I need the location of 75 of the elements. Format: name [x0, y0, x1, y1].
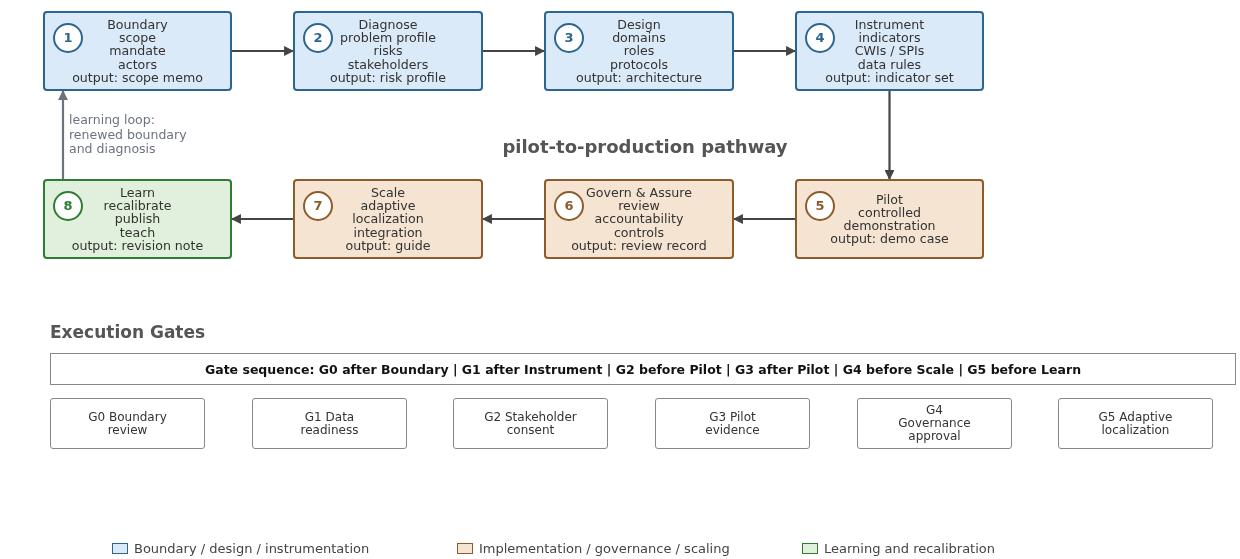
gate-box: G4 Governance approval — [857, 398, 1012, 449]
process-box — [293, 179, 483, 259]
stage-item: scope — [119, 31, 156, 45]
arrow — [884, 91, 895, 180]
step-number-circle: 6 — [554, 191, 584, 221]
arrow — [231, 214, 293, 224]
stage-item: publish — [114, 212, 161, 226]
stage-item: teach — [119, 225, 156, 239]
stage-item: localization — [352, 212, 424, 226]
stage-output: output: guide — [345, 238, 431, 252]
stage-title: Boundary — [107, 18, 168, 32]
stage-output: output: scope memo — [72, 70, 203, 84]
step-number-circle: 5 — [805, 191, 835, 221]
process-box — [43, 179, 232, 259]
section-heading: Execution Gates — [50, 322, 206, 342]
stage-output: output: revision note — [71, 238, 204, 252]
legend-label: Boundary / design / instrumentation — [134, 541, 370, 556]
diagram-title: pilot-to-production pathway — [501, 136, 789, 157]
stage-title: Pilot — [876, 192, 903, 206]
stage-item: stakeholders — [347, 57, 429, 71]
process-box — [795, 11, 984, 91]
arrow — [734, 46, 796, 56]
arrow — [232, 46, 294, 56]
step-number-circle: 1 — [53, 23, 83, 53]
stage-output: output: indicator set — [825, 70, 954, 84]
stage-item: review — [618, 199, 660, 213]
stage-item: demonstration — [843, 219, 936, 233]
stage-item: problem profile — [340, 31, 436, 45]
gate-box: G1 Data readiness — [252, 398, 407, 449]
stage-item: risks — [373, 44, 403, 58]
stage-title: Govern & Assure — [586, 186, 692, 200]
gate-box: G2 Stakeholder consent — [453, 398, 608, 449]
stage-item: recalibrate — [103, 199, 172, 213]
stage-item: roles — [623, 44, 655, 58]
arrow — [483, 46, 545, 56]
gate-box: G0 Boundary review — [50, 398, 205, 449]
stage-item: domains — [612, 31, 666, 45]
step-number-circle: 2 — [303, 23, 333, 53]
stage-item: controlled — [858, 205, 921, 219]
arrow — [58, 90, 68, 179]
stage-title: Learn — [119, 186, 156, 200]
legend-label: Implementation / governance / scaling — [479, 541, 730, 556]
arrow — [733, 214, 795, 224]
process-box — [795, 179, 984, 259]
stage-item: CWIs / SPIs — [854, 44, 925, 58]
stage-title: Instrument — [854, 18, 925, 32]
stage-item: accountability — [594, 212, 684, 226]
step-number-circle: 4 — [805, 23, 835, 53]
gate-sequence-bar: Gate sequence: G0 after Boundary | G1 after Instrument | G2 before Pilot | G3 after Pilot | G4 before Scale | G5 before Learn — [50, 353, 1236, 385]
stage-item: controls — [613, 225, 665, 239]
process-box — [293, 11, 483, 91]
stage-item: adaptive — [360, 199, 416, 213]
stage-output: output: review record — [571, 238, 707, 252]
stage-item: integration — [353, 225, 423, 239]
stage-item: indicators — [858, 31, 921, 45]
stage-output: output: risk profile — [329, 70, 447, 84]
stage-item: actors — [118, 57, 157, 71]
stage-output: output: demo case — [830, 232, 949, 246]
legend-label: Learning and recalibration — [824, 541, 996, 556]
gate-box: G5 Adaptive localization — [1058, 398, 1213, 449]
gate-box: G3 Pilot evidence — [655, 398, 810, 449]
process-box — [43, 11, 232, 91]
stage-item: mandate — [109, 44, 166, 58]
step-number-circle: 3 — [554, 23, 584, 53]
process-box — [544, 179, 734, 259]
arrow — [482, 214, 544, 224]
step-number-circle: 8 — [53, 191, 83, 221]
stage-title: Design — [617, 18, 661, 32]
process-box — [544, 11, 734, 91]
stage-item: protocols — [610, 57, 668, 71]
step-number-circle: 7 — [303, 191, 333, 221]
stage-title: Scale — [371, 186, 405, 200]
stage-item: data rules — [857, 57, 922, 71]
stage-output: output: architecture — [576, 70, 702, 84]
stage-title: Diagnose — [358, 18, 418, 32]
